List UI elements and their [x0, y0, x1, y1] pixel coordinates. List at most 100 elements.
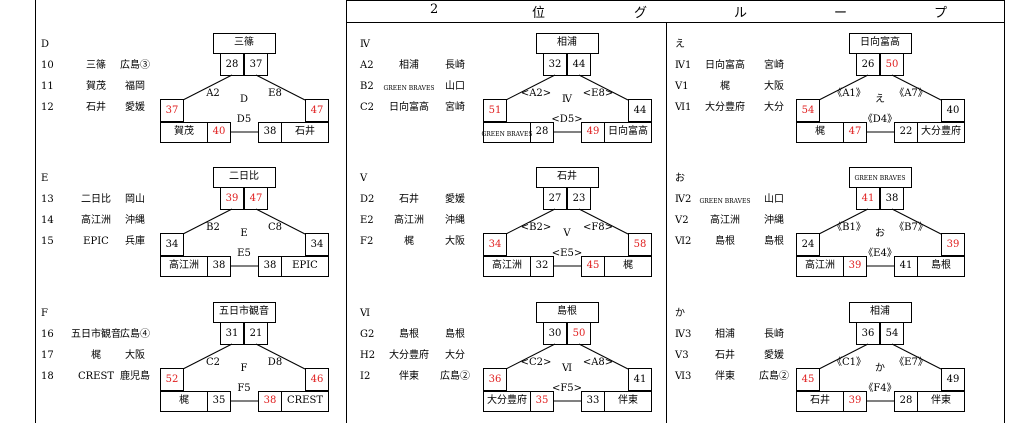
score-value: 41: [899, 260, 913, 271]
team-name: 梶: [91, 350, 101, 361]
match-label: <B2>: [520, 222, 552, 233]
score-cell: [628, 233, 652, 256]
score-value: 30: [548, 328, 562, 339]
team-pref: 岡山: [125, 194, 145, 205]
header-char: 位: [532, 6, 546, 21]
team-name: 日向富高: [389, 102, 429, 113]
score-value: 24: [801, 239, 815, 250]
team-pref: 山口: [764, 194, 784, 205]
match-label: 《E4》: [863, 248, 897, 259]
header-char: プ: [934, 6, 948, 21]
score-value: 26: [861, 59, 875, 70]
team-seed: Ⅵ2: [675, 236, 692, 247]
bracket-diagonal: [818, 74, 869, 101]
score-value: 49: [946, 374, 960, 385]
bracket-diagonal: [891, 208, 942, 235]
team-name: 梶: [404, 236, 414, 247]
score-cell: [207, 256, 231, 277]
team-pref: 山口: [445, 81, 465, 92]
left-team-name: 梶: [815, 126, 825, 137]
team-pref: 沖縄: [125, 215, 145, 226]
team-pref: 沖縄: [764, 215, 784, 226]
team-name: GREEN BRAVES: [699, 198, 751, 205]
score-value: 27: [548, 193, 562, 204]
team-name: 三篠: [86, 60, 106, 71]
score-cell: [894, 122, 918, 143]
score-value: 22: [899, 126, 913, 137]
team-pref: 大阪: [125, 350, 145, 361]
team-pref: 大分: [445, 350, 465, 361]
score-cell: [207, 391, 231, 412]
match-label: E5: [237, 248, 251, 259]
top-team-name: 三篠: [234, 37, 254, 48]
score-cell: [941, 233, 965, 256]
score-value: 41: [633, 374, 647, 385]
team-seed: 12: [41, 102, 54, 113]
team-seed: 18: [41, 371, 54, 382]
team-seed: Ⅳ1: [675, 60, 692, 71]
team-name: 高江洲: [710, 215, 740, 226]
team-seed: C2: [360, 102, 375, 113]
score-cell: [305, 368, 329, 391]
team-pref: 大阪: [764, 81, 784, 92]
match-label: <F5>: [551, 383, 583, 394]
left-team-name: 梶: [179, 395, 189, 406]
team-pref: 島根: [445, 329, 465, 340]
score-value: 32: [535, 260, 549, 271]
score-cell: [530, 391, 554, 412]
bracket-diagonal: [818, 343, 869, 370]
right-team-name: 伴東: [931, 395, 951, 406]
group-title: E: [41, 173, 49, 184]
score-cell: [796, 233, 820, 256]
team-name: 大分豊府: [705, 102, 745, 113]
score-value: 28: [225, 59, 239, 70]
team-name: 日向富高: [705, 60, 745, 71]
team-seed: B2: [360, 81, 374, 92]
top-team-name: 相浦: [557, 37, 577, 48]
group-title: か: [675, 308, 685, 319]
team-pref: 島根: [764, 236, 784, 247]
group-title: Ⅳ: [360, 39, 370, 50]
match-label: E8: [268, 88, 282, 99]
team-name: 島根: [399, 329, 419, 340]
top-team-name: 相浦: [870, 306, 890, 317]
match-label: C8: [267, 222, 283, 233]
group-title: F: [41, 308, 48, 319]
score-cell: [581, 391, 605, 412]
score-cell: [530, 122, 554, 143]
score-value: 50: [572, 328, 586, 339]
score-cell: [207, 122, 231, 143]
top-team-name: 日向富高: [860, 37, 900, 48]
bracket-diagonal: [891, 343, 942, 370]
score-value: 47: [249, 193, 263, 204]
score-value: 23: [572, 193, 586, 204]
score-cell: [941, 99, 965, 122]
team-pref: 愛媛: [764, 350, 784, 361]
bracket-diagonal: [891, 74, 942, 101]
bracket-diagonal: [255, 343, 306, 370]
score-cell: [483, 233, 507, 256]
team-name: 石井: [399, 194, 419, 205]
match-label: 《B1》: [832, 222, 866, 233]
score-cell: [305, 233, 329, 256]
score-cell: [796, 368, 820, 391]
score-cell: [843, 122, 867, 143]
score-cell: [258, 122, 282, 143]
right-team-name: CREST: [286, 395, 324, 406]
group-title: D: [41, 39, 50, 50]
left-team-name: 高江洲: [492, 260, 522, 271]
team-pref: 宮崎: [445, 102, 465, 113]
score-value: 34: [310, 239, 324, 250]
header-char: 2: [430, 2, 439, 17]
score-value: 36: [488, 374, 502, 385]
bracket-diagonal: [578, 74, 629, 101]
match-label: 《A1》: [832, 88, 866, 99]
score-value: 50: [885, 59, 899, 70]
team-pref: 愛媛: [445, 194, 465, 205]
score-value: 31: [225, 328, 239, 339]
team-seed: H2: [360, 350, 376, 361]
group-center-label: Ⅵ: [561, 363, 573, 374]
team-seed: 16: [41, 329, 54, 340]
